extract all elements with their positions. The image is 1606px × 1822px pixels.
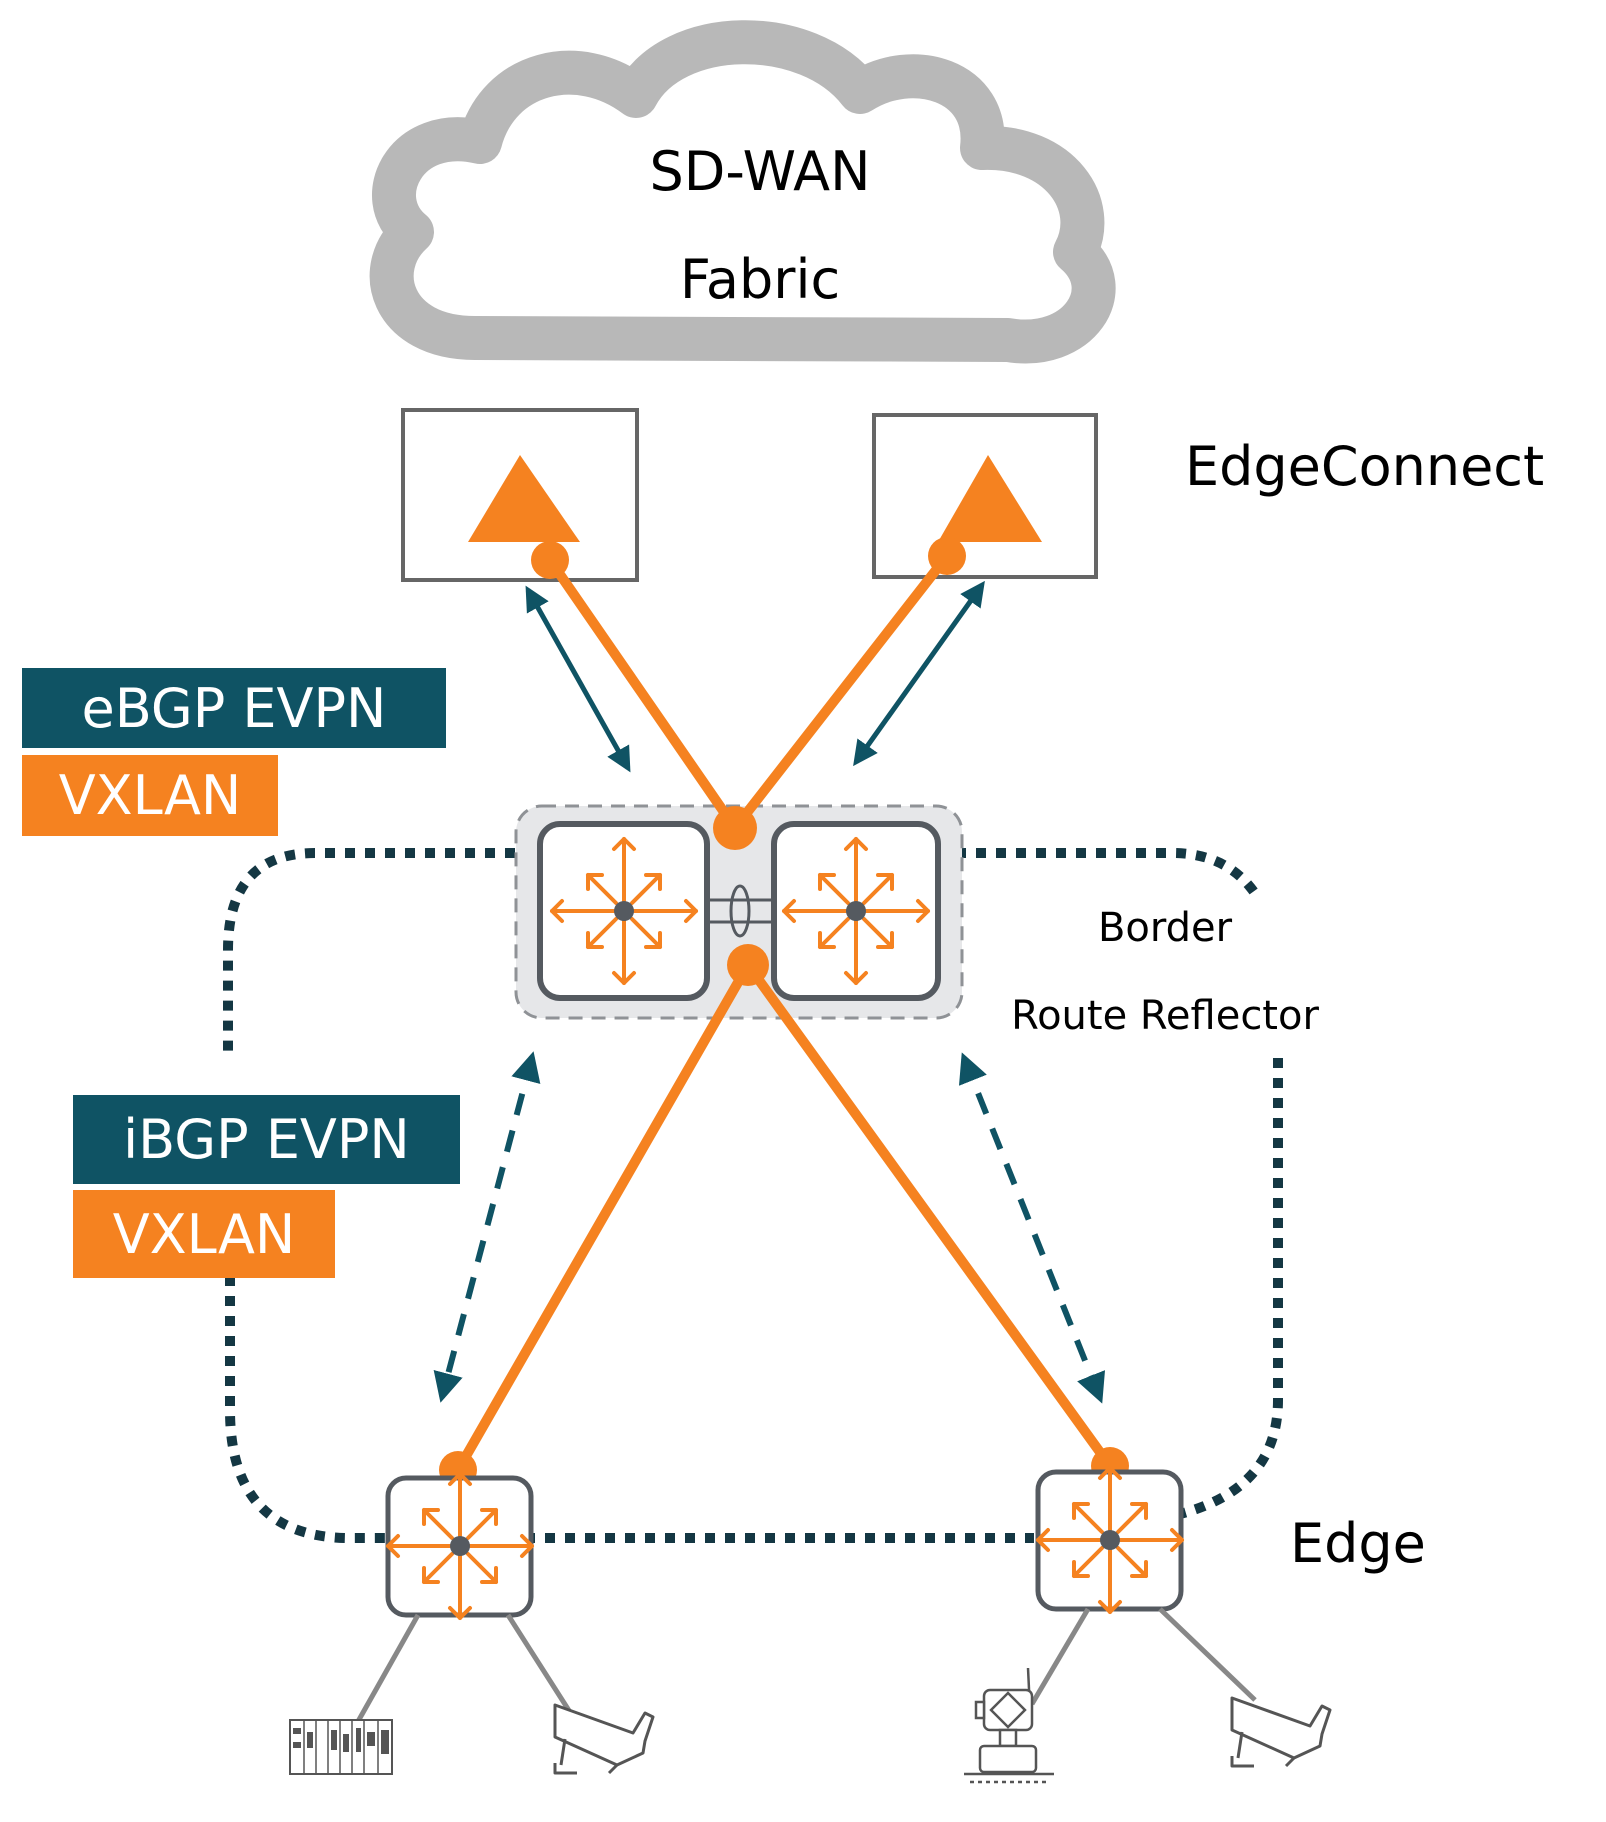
security-camera-icon (1230, 1696, 1332, 1768)
border-switch-pair (514, 804, 964, 1020)
security-camera-icon (553, 1703, 655, 1775)
overlay-fabric-loop (223, 848, 1283, 1543)
edge-label: Edge (1290, 1512, 1426, 1575)
ibgp-evpn-badge: iBGP EVPN (73, 1095, 460, 1184)
edgeconnect-box-left (401, 408, 639, 582)
ibgp-arrows (433, 1051, 1106, 1404)
sd-wan-cloud-shape (369, 20, 1116, 364)
ibgp-vxlan-badge: VXLAN (73, 1190, 335, 1278)
vxlan-endpoints (439, 537, 1129, 1489)
cloud-title-line1: SD-WAN (649, 140, 871, 203)
route-reflector-label: Route Reflector (1011, 993, 1319, 1039)
triangle-icon (938, 455, 1042, 542)
plc-rack-icon (289, 1719, 393, 1775)
edge-switch-right (1035, 1466, 1184, 1614)
edge-switch-left (385, 1472, 534, 1620)
ebgp-evpn-badge: eBGP EVPN (22, 668, 446, 748)
edgeconnect-label: EdgeConnect (1185, 435, 1545, 498)
ebgp-arrows (525, 580, 985, 773)
border-label: Border (1097, 905, 1233, 951)
endpoint-links (353, 1607, 1257, 1727)
triangle-icon (468, 455, 580, 542)
ebgp-vxlan-badge: VXLAN (22, 755, 278, 836)
pressure-transmitter-icon (964, 1667, 1054, 1784)
cloud-title-line2: Fabric (679, 248, 841, 311)
edgeconnect-box-right (872, 413, 1098, 579)
vxlan-links (453, 551, 1115, 1475)
